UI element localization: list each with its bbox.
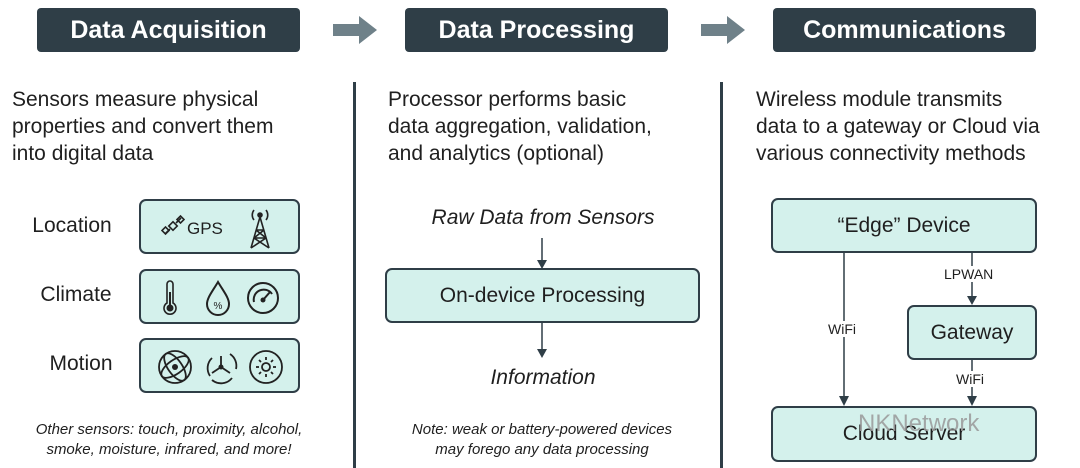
header-data-acquisition: Data Acquisition — [37, 8, 300, 52]
motion-sensors-box — [139, 338, 300, 393]
wifi-label-gateway: WiFi — [954, 371, 986, 387]
gps-label: GPS — [187, 219, 223, 238]
cloud-server-box: Cloud Server — [771, 406, 1037, 462]
pressure-gauge-icon — [247, 282, 279, 314]
communications-description: Wireless module transmits data to a gate… — [756, 88, 1040, 165]
raw-data-label: Raw Data from Sensors — [431, 206, 655, 229]
watermark: NKNetwork — [858, 410, 980, 437]
processing-description: Processor performs basic data aggregatio… — [388, 88, 652, 165]
satellite-icon — [161, 214, 185, 236]
accelerometer-icon — [206, 353, 238, 385]
acquisition-note: Other sensors: touch, proximity, alcohol… — [35, 421, 303, 458]
column-divider — [720, 82, 723, 468]
acquisition-description: Sensors measure physical properties and … — [12, 88, 274, 165]
location-sensors-box: GPS — [139, 199, 300, 254]
edge-device-box: “Edge” Device — [771, 198, 1037, 253]
column-divider — [353, 82, 356, 468]
gateway-box: Gateway — [907, 305, 1037, 360]
svg-text:%: % — [214, 301, 223, 312]
header-communications: Communications — [773, 8, 1036, 52]
climate-sensors-box: % — [139, 269, 300, 324]
information-label: Information — [490, 366, 596, 389]
down-arrow-icon — [537, 238, 547, 269]
on-device-processing-box: On-device Processing — [385, 268, 700, 323]
cell-tower-icon — [250, 209, 270, 249]
flow-arrow-icon — [333, 16, 377, 44]
humidity-drop-icon: % — [205, 280, 231, 316]
processing-note: Note: weak or battery-powered devices ma… — [411, 421, 673, 458]
gyroscope-icon — [158, 350, 192, 384]
thermometer-icon — [163, 280, 177, 315]
down-arrow-icon — [537, 323, 547, 358]
lpwan-label: LPWAN — [942, 266, 996, 282]
wifi-label-direct: WiFi — [826, 321, 858, 337]
flow-arrow-icon — [701, 16, 745, 44]
light-sensor-icon — [249, 350, 283, 384]
sensor-row-label-motion: Motion — [49, 352, 113, 375]
header-data-processing: Data Processing — [405, 8, 668, 52]
sensor-row-label-climate: Climate — [40, 283, 112, 306]
sensor-row-label-location: Location — [32, 214, 112, 237]
